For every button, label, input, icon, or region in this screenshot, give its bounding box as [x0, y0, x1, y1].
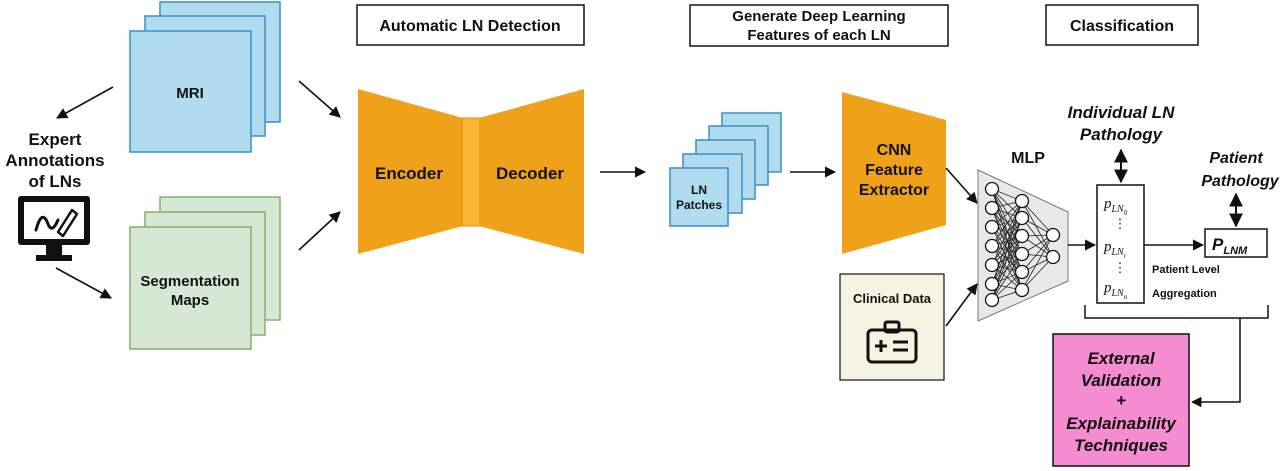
- clinical-data-box: Clinical Data: [839, 273, 945, 381]
- mlp-connection: [1021, 256, 1054, 291]
- mlp-neuron: [984, 200, 1000, 216]
- encoder-decoder: Encoder Decoder: [358, 89, 584, 254]
- monitor-pen-icon: [18, 196, 90, 261]
- header-features-line2: Features of each LN: [747, 27, 890, 44]
- aggregation-line2: Aggregation: [1152, 288, 1217, 300]
- mlp-neuron: [1045, 227, 1061, 243]
- patches-line2: Patches: [676, 198, 722, 212]
- mlp-neuron: [984, 292, 1000, 308]
- validation-line3: +: [1116, 391, 1126, 410]
- mlp-neuron: [984, 181, 1000, 197]
- individual-line1: Individual LN: [1068, 103, 1175, 122]
- mri-label: MRI: [176, 85, 204, 102]
- cnn-line1: CNN: [877, 142, 912, 159]
- aggregation-line1: Patient Level: [1152, 264, 1220, 276]
- id-badge-icon: [866, 320, 918, 364]
- ln-patches: LN Patches: [669, 112, 782, 227]
- segmentation-stack: Segmentation Maps: [129, 196, 281, 350]
- mri-stack: MRI: [129, 1, 281, 153]
- encoder-label: Encoder: [375, 164, 443, 183]
- mlp-neuron: [1014, 193, 1030, 209]
- mlp-neuron: [1014, 264, 1030, 280]
- expert-line1: Expert: [29, 130, 82, 149]
- validation-line4: Explainability: [1066, 414, 1177, 433]
- mlp-network: [984, 181, 1061, 308]
- mid-arrows: [945, 167, 1097, 327]
- aggregation-label: Patient Level Aggregation: [1152, 264, 1220, 300]
- expert-annotations: Expert Annotations of LNs: [5, 130, 104, 191]
- patient-pathology: Patient Pathology: [1201, 150, 1280, 228]
- bracket-connector: [1084, 305, 1269, 408]
- cnn-line2: Feature: [865, 162, 923, 179]
- segmentation-label-line1: Segmentation: [140, 273, 239, 290]
- patient-line1: Patient: [1209, 150, 1263, 167]
- mlp-neuron: [1014, 246, 1030, 262]
- validation-line1: External: [1087, 349, 1155, 368]
- header-detection: Automatic LN Detection: [356, 4, 585, 46]
- mlp: MLP: [977, 150, 1069, 322]
- dots-lower: ⋮: [1114, 260, 1127, 275]
- mlp-connection: [1021, 200, 1054, 258]
- mlp-neuron: [1014, 282, 1030, 298]
- cnn-feature-extractor: CNN Feature Extractor: [842, 92, 946, 254]
- header-detection-text: Automatic LN Detection: [379, 18, 560, 35]
- mlp-neuron: [1014, 228, 1030, 244]
- mlp-neuron: [984, 219, 1000, 235]
- mlp-neuron: [984, 257, 1000, 273]
- decoder-label: Decoder: [496, 164, 564, 183]
- mlp-connection: [1021, 200, 1054, 236]
- mlp-neuron: [984, 238, 1000, 254]
- patient-line2: Pathology: [1201, 173, 1279, 190]
- p-ln-n: pLNn: [1103, 280, 1128, 301]
- segmentation-label-line2: Maps: [171, 292, 209, 309]
- left-arrows: [55, 80, 837, 299]
- patches-line1: LN: [691, 183, 707, 197]
- plnm-box: PLNM: [1144, 228, 1268, 258]
- mlp-connection: [1021, 234, 1054, 273]
- mlp-neuron: [1014, 210, 1030, 226]
- header-classification-text: Classification: [1070, 18, 1174, 35]
- mlp-connection: [991, 200, 1023, 266]
- individual-pathology: Individual LN Pathology: [1068, 103, 1175, 184]
- mlp-neuron: [1045, 249, 1061, 265]
- validation-box: External Validation + Explainability Tec…: [1052, 333, 1190, 467]
- expert-line3: of LNs: [29, 172, 82, 191]
- mlp-connection: [991, 235, 1023, 301]
- validation-line5: Techniques: [1074, 436, 1168, 455]
- header-features-line1: Generate Deep Learning: [732, 8, 905, 25]
- mlp-connection: [1021, 234, 1054, 291]
- header-features: Generate Deep Learning Features of each …: [689, 4, 949, 47]
- dots-upper: ⋮: [1114, 216, 1127, 231]
- mlp-connection: [1021, 217, 1054, 258]
- header-classification: Classification: [1045, 4, 1199, 46]
- individual-line2: Pathology: [1080, 125, 1164, 144]
- ln-probability-box: pLN0 ⋮ pLNi ⋮ pLNn: [1096, 184, 1145, 304]
- mlp-label: MLP: [1011, 150, 1045, 167]
- cnn-line3: Extractor: [859, 182, 929, 199]
- clinical-label: Clinical Data: [853, 291, 932, 306]
- validation-line2: Validation: [1081, 371, 1162, 390]
- plnm-text: PLNM: [1212, 235, 1248, 257]
- expert-line2: Annotations: [5, 151, 104, 170]
- mlp-connection: [991, 253, 1023, 301]
- mlp-connection: [991, 200, 1023, 247]
- p-ln-0: pLN0: [1103, 196, 1128, 217]
- mlp-neuron: [984, 276, 1000, 292]
- p-ln-i: pLNi: [1103, 239, 1126, 260]
